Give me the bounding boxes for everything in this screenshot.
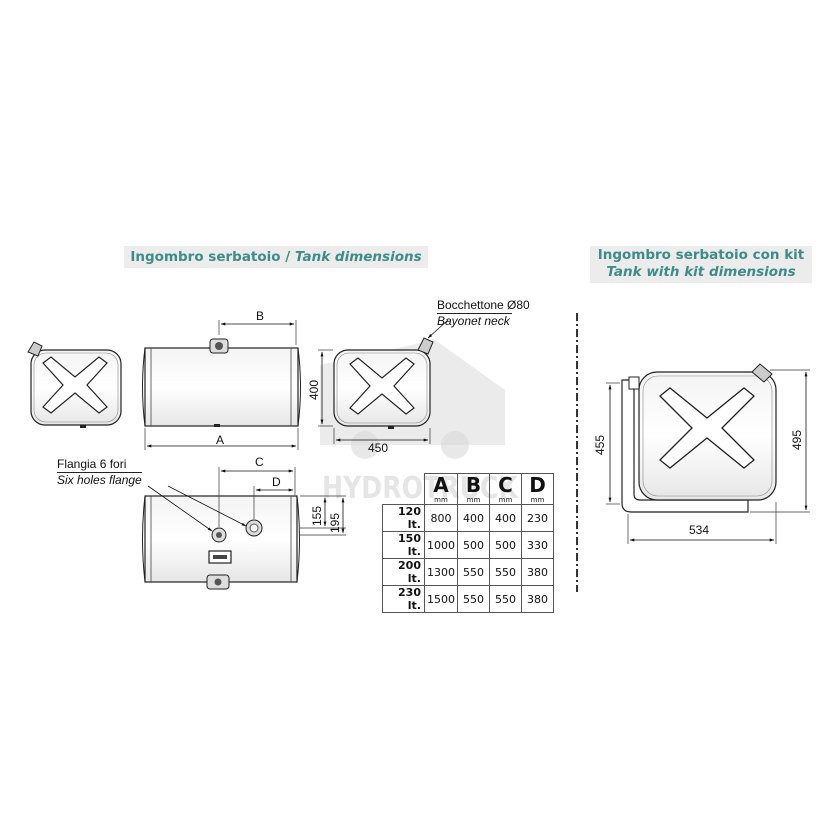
row-label: 230 lt. [382, 585, 425, 613]
row-label: 200 lt. [382, 558, 425, 586]
table-row: 150 lt. 1000 500 500 330 [382, 531, 554, 559]
table-corner [383, 474, 425, 505]
table-cell: 380 [521, 585, 554, 613]
kit-bracket [628, 376, 640, 390]
dim-195-label: 195 [328, 513, 342, 533]
neck-icon-right [417, 337, 434, 355]
table-cell: 1500 [424, 585, 458, 613]
dim-534-label: 534 [689, 523, 709, 537]
dim-b-label: B [256, 309, 264, 323]
dim-495-label: 495 [790, 430, 804, 450]
dim-400-label: 400 [307, 380, 321, 400]
table-cell: 550 [489, 558, 522, 586]
table-cell: 330 [521, 531, 554, 559]
kit-header-en-text: Tank with kit dimensions [606, 264, 796, 280]
kit-header-it-text: Ingombro serbatoio con kit [597, 247, 805, 263]
table-cell: 1000 [424, 531, 458, 559]
table-cell: 500 [489, 531, 522, 559]
table-row: 120 lt. 800 400 400 230 [382, 504, 554, 532]
dim-455-label: 455 [593, 435, 607, 455]
kit-dimensions-header: Ingombro serbatoio con kit Tank with kit… [590, 246, 812, 283]
tank-side-view-right: 400 450 [307, 319, 449, 455]
dim-d-label: D [272, 475, 281, 489]
tank-long-view: B A [142, 309, 301, 450]
table-cell: 230 [521, 504, 554, 532]
dim-c-label: C [255, 455, 264, 469]
bayonet-neck-label-it: Bocchettone Ø80 [437, 298, 530, 312]
table-cell: 550 [457, 558, 490, 586]
table-cell: 400 [489, 504, 522, 532]
dim-155-label: 155 [310, 506, 324, 526]
tank-bottom-view: C D 155 195 [142, 455, 346, 590]
table-cell: 400 [457, 504, 490, 532]
dim-a-label: A [216, 433, 224, 447]
tank-dimensions-header: Ingombro serbatoio / Tank dimensions [124, 246, 428, 268]
table-cell: 550 [489, 585, 522, 613]
flange-label-it: Flangia 6 fori [57, 457, 127, 471]
header-it-text: Ingombro serbatoio [130, 249, 281, 265]
row-label: 120 lt. [382, 504, 425, 532]
table-cell: 500 [457, 531, 490, 559]
header-en-text: Tank dimensions [294, 249, 422, 265]
flange-label-en: Six holes flange [57, 472, 142, 487]
table-row: 200 lt. 1300 550 550 380 [382, 558, 554, 586]
dim-450-label: 450 [368, 441, 388, 455]
table-row: 230 lt. 1500 550 550 380 [382, 585, 554, 613]
kit-neck-icon [751, 363, 773, 383]
row-label: 150 lt. [382, 531, 425, 559]
table-cell: 380 [521, 558, 554, 586]
table-cell: 1300 [424, 558, 458, 586]
table-cell: 800 [424, 504, 458, 532]
neck-icon-left [27, 341, 43, 357]
bayonet-neck-label-en: Bayonet neck [437, 313, 512, 328]
tank-side-view-left [27, 341, 122, 428]
header-separator: / [280, 249, 295, 265]
table-cell: 550 [457, 585, 490, 613]
tank-with-kit-view: 455 495 534 [593, 363, 810, 544]
